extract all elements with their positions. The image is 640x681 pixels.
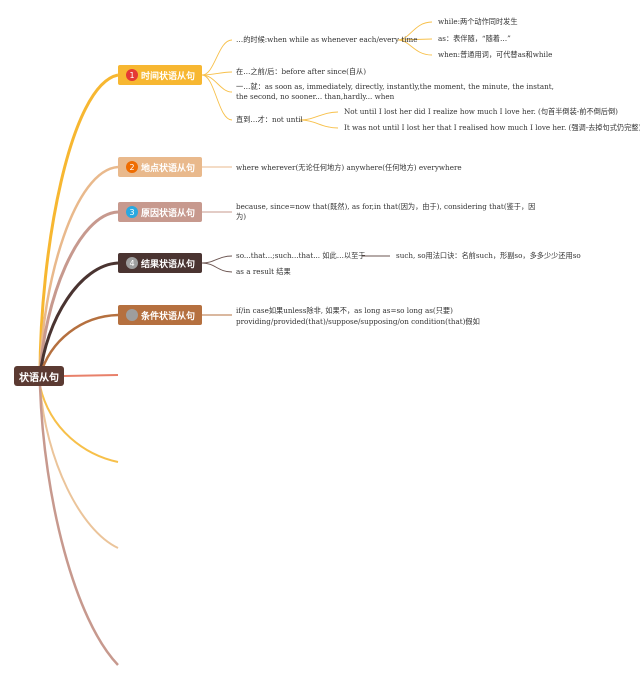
time-not-until-ex1[interactable]: Not until I lost her did I realize how m… — [344, 107, 618, 116]
badge-1: 1 — [126, 69, 138, 81]
badge-3: 3 — [126, 206, 138, 218]
branch-place[interactable]: 2 地点状语从句 — [118, 157, 202, 177]
time-not-until[interactable]: 直到…才：not until — [236, 115, 303, 124]
root-node[interactable]: 状语从句 — [14, 366, 64, 386]
time-as[interactable]: as：表伴随，“随着…” — [438, 34, 511, 43]
branch-condition[interactable]: 条件状语从句 — [118, 305, 202, 325]
time-not-until-ex2[interactable]: It was not until I lost her that I reali… — [344, 123, 640, 132]
branch-result[interactable]: 4 结果状语从句 — [118, 253, 202, 273]
time-as-soon-as-2[interactable]: the second, no sooner... than,hardly... … — [236, 92, 395, 101]
result-so-that-note[interactable]: such, so用法口诀：名前such，形副so，多多少少还用so — [396, 251, 581, 260]
condition-text-2[interactable]: providing/provided(that)/suppose/supposi… — [236, 317, 480, 326]
condition-text-1[interactable]: if/in case如果unless除非, 如果不，as long as=so … — [236, 306, 453, 315]
link-root-empty-3 — [39, 385, 119, 549]
badge-2: 2 — [126, 161, 138, 173]
branch-time[interactable]: 1 时间状语从句 — [118, 65, 202, 85]
link-root-condition — [38, 313, 119, 377]
link-root-result — [38, 261, 119, 377]
branch-result-label: 结果状语从句 — [141, 259, 196, 270]
time-while[interactable]: while:两个动作同时发生 — [438, 17, 518, 26]
result-as-a-result[interactable]: as a result 结果 — [236, 267, 291, 276]
reason-text-1[interactable]: because, since=now that(既然), as for,in t… — [236, 202, 536, 211]
time-when[interactable]: when:普通用词，可代替as和while — [438, 50, 553, 59]
branch-condition-label: 条件状语从句 — [141, 311, 196, 322]
result-so-that[interactable]: so...that...;such...that... 如此…以至于 — [236, 251, 366, 260]
place-text[interactable]: where wherever(无论任何地方) anywhere(任何地方) ev… — [236, 163, 462, 172]
badge-4: 4 — [126, 257, 138, 269]
link-root-empty-1 — [63, 374, 119, 377]
branch-reason-label: 原因状语从句 — [141, 208, 196, 219]
link-root-time — [38, 73, 119, 377]
time-before-after[interactable]: 在…之前/后：before after since(自从) — [236, 67, 367, 76]
branch-reason[interactable]: 3 原因状语从句 — [118, 202, 202, 222]
link-root-empty-2 — [39, 385, 119, 463]
link-root-reason — [38, 210, 119, 377]
badge-5 — [126, 309, 138, 321]
time-when-group[interactable]: …的时候:when while as whenever each/every t… — [236, 35, 418, 44]
time-as-soon-as-1[interactable]: 一…就：as soon as, immediately, directly, i… — [236, 82, 554, 91]
link-root-empty-4 — [38, 385, 119, 666]
reason-text-2[interactable]: 为) — [236, 212, 246, 221]
branch-time-label: 时间状语从句 — [141, 71, 196, 82]
branch-place-label: 地点状语从句 — [141, 163, 196, 174]
link-root-place — [38, 165, 119, 377]
